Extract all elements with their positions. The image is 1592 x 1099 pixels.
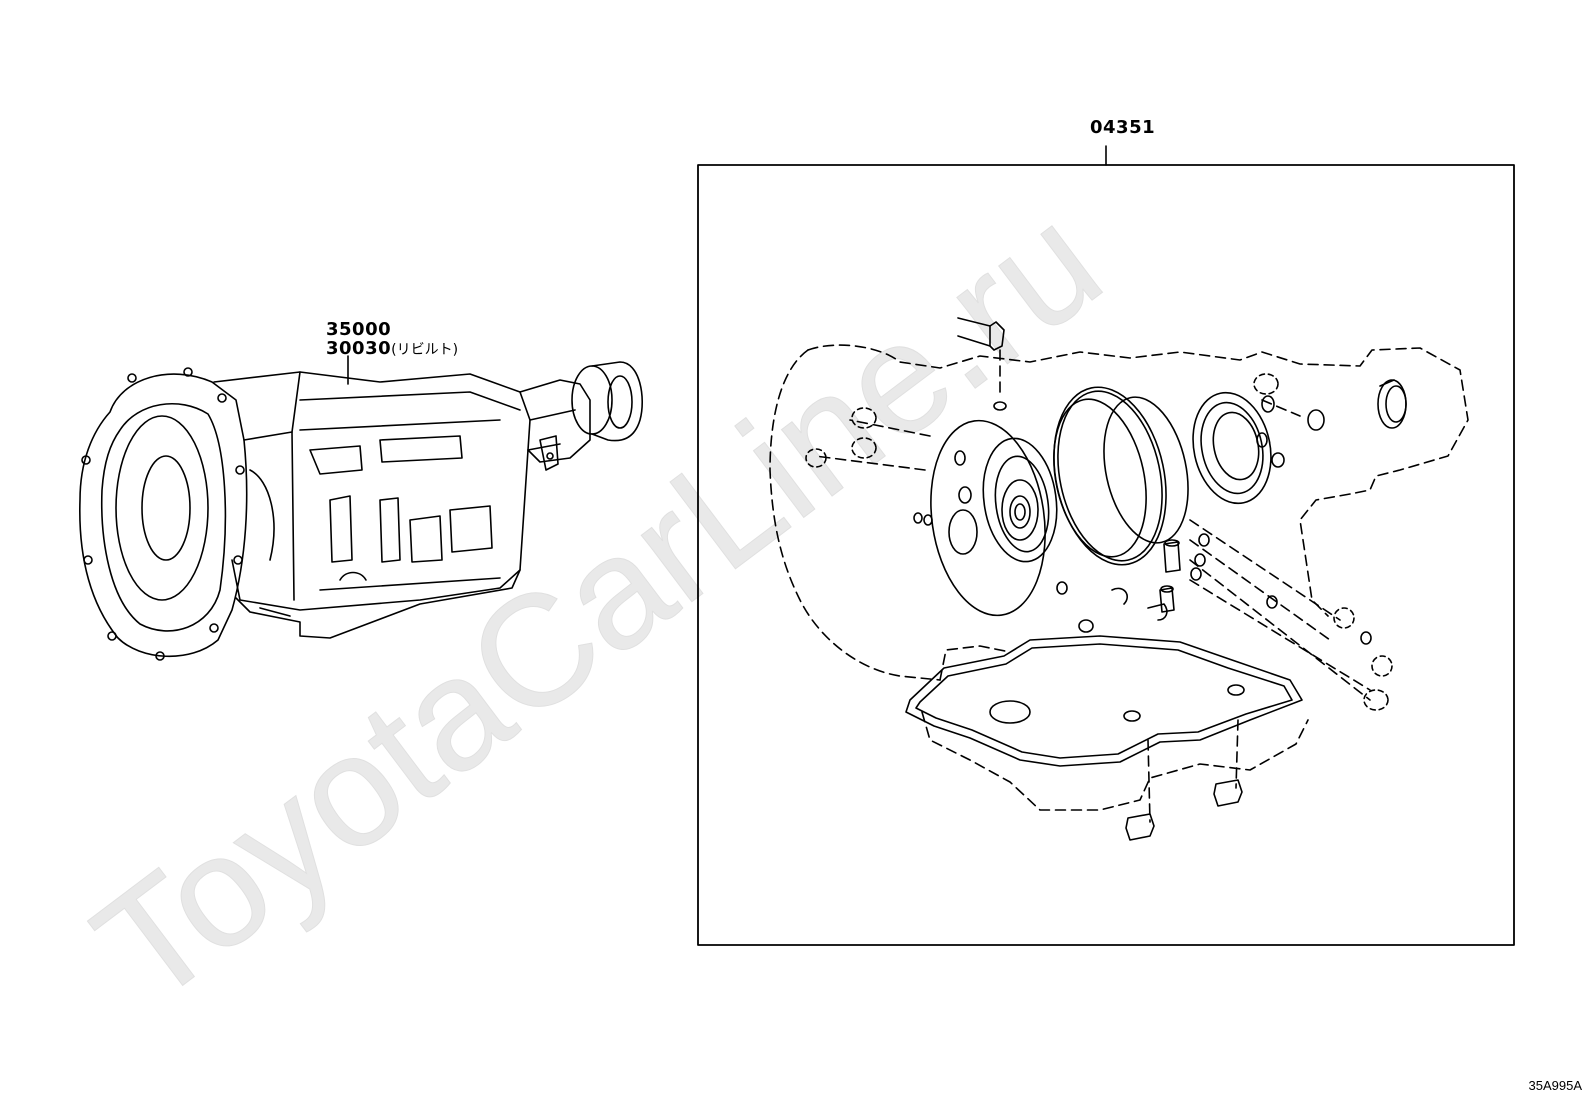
overhaul-kit-frame[interactable] <box>697 145 1515 946</box>
accumulator-plugs <box>1111 539 1181 621</box>
front-pump-gasket <box>930 419 1046 617</box>
oil-pan-gasket <box>905 635 1303 767</box>
plug-bolt-top <box>957 317 1007 411</box>
rebuilt-part-number[interactable]: 30030 <box>326 338 392 359</box>
illustration-id: 35A995A <box>1528 1078 1583 1093</box>
assembly-part-number[interactable]: 35000 <box>326 319 392 340</box>
rebuilt-part-label: 30030(リビルト) <box>326 339 458 360</box>
drain-plugs <box>1125 779 1243 841</box>
clutch-piston-seal-rings <box>1053 386 1189 566</box>
rear-piston-seal <box>1192 391 1272 505</box>
oil-pump-seal-rings <box>982 437 1058 563</box>
rebuilt-note: (リビルト) <box>391 342 459 358</box>
small-o-rings <box>913 395 1372 645</box>
extension-oil-seal <box>1377 379 1407 429</box>
kit-part-number[interactable]: 04351 <box>1090 117 1156 138</box>
kit-boundary-box <box>697 164 1515 946</box>
phantom-case-outline <box>769 344 1469 823</box>
phantom-bolt-holes <box>805 373 1393 711</box>
transmission-assembly-drawing[interactable] <box>79 355 643 661</box>
